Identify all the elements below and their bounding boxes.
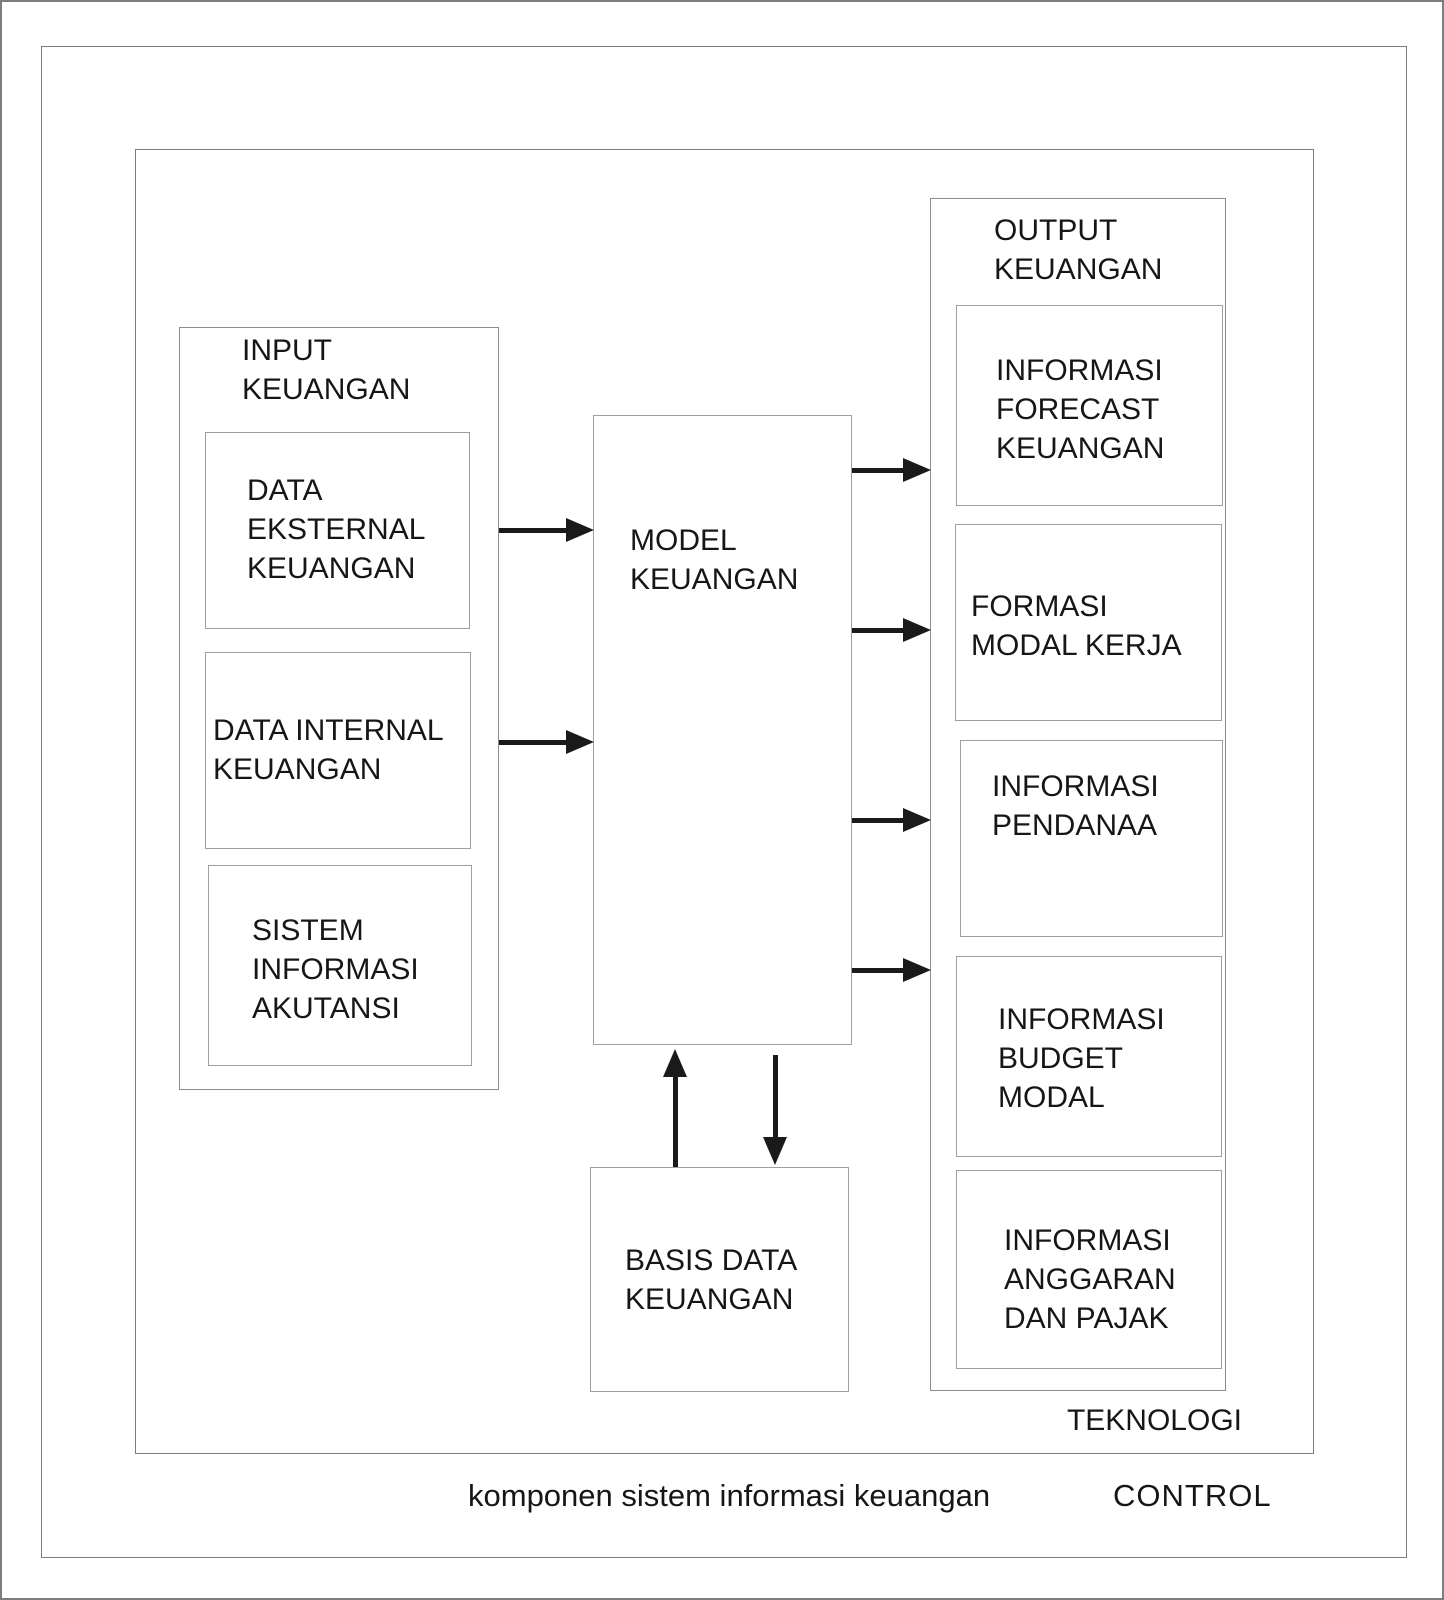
box-informasi-forecast-keuangan	[956, 305, 1223, 506]
diagram-caption: komponen sistem informasi keuangan	[468, 1478, 991, 1513]
teknologi-label: TEKNOLOGI	[1066, 1404, 1242, 1437]
box-informasi-anggaran-dan-pajak-label: INFORMASI ANGGARAN DAN PAJAK	[1004, 1224, 1176, 1335]
box-basis-data-keuangan	[590, 1167, 849, 1392]
box-model-keuangan	[593, 415, 852, 1045]
box-informasi-budget-modal	[956, 956, 1222, 1157]
box-basis-data-keuangan-label: BASIS DATA KEUANGAN	[625, 1244, 798, 1316]
box-informasi-pendanaa	[960, 740, 1223, 937]
box-model-keuangan-label: MODEL KEUANGAN	[630, 524, 799, 596]
box-data-eksternal-keuangan-label: DATA EKSTERNAL KEUANGAN	[247, 474, 426, 585]
box-data-eksternal-keuangan	[205, 432, 470, 629]
box-informasi-forecast-keuangan-label: INFORMASI FORECAST KEUANGAN	[996, 354, 1165, 465]
control-label: CONTROL	[1113, 1478, 1272, 1513]
box-informasi-anggaran-dan-pajak	[956, 1170, 1222, 1369]
box-sistem-informasi-akutansi-label: SISTEM INFORMASI AKUTANSI	[252, 914, 419, 1025]
box-informasi-budget-modal-label: INFORMASI BUDGET MODAL	[998, 1003, 1165, 1114]
box-formasi-modal-kerja-label: FORMASI MODAL KERJA	[971, 590, 1182, 662]
box-informasi-pendanaa-label: INFORMASI PENDANAA	[992, 770, 1159, 842]
box-sistem-informasi-akutansi	[208, 865, 472, 1066]
output-keuangan-title: OUTPUT KEUANGAN	[994, 214, 1163, 286]
box-data-internal-keuangan-label: DATA INTERNAL KEUANGAN	[213, 714, 444, 786]
input-keuangan-title: INPUT KEUANGAN	[242, 334, 411, 406]
box-data-internal-keuangan	[205, 652, 471, 849]
box-formasi-modal-kerja	[955, 524, 1222, 721]
